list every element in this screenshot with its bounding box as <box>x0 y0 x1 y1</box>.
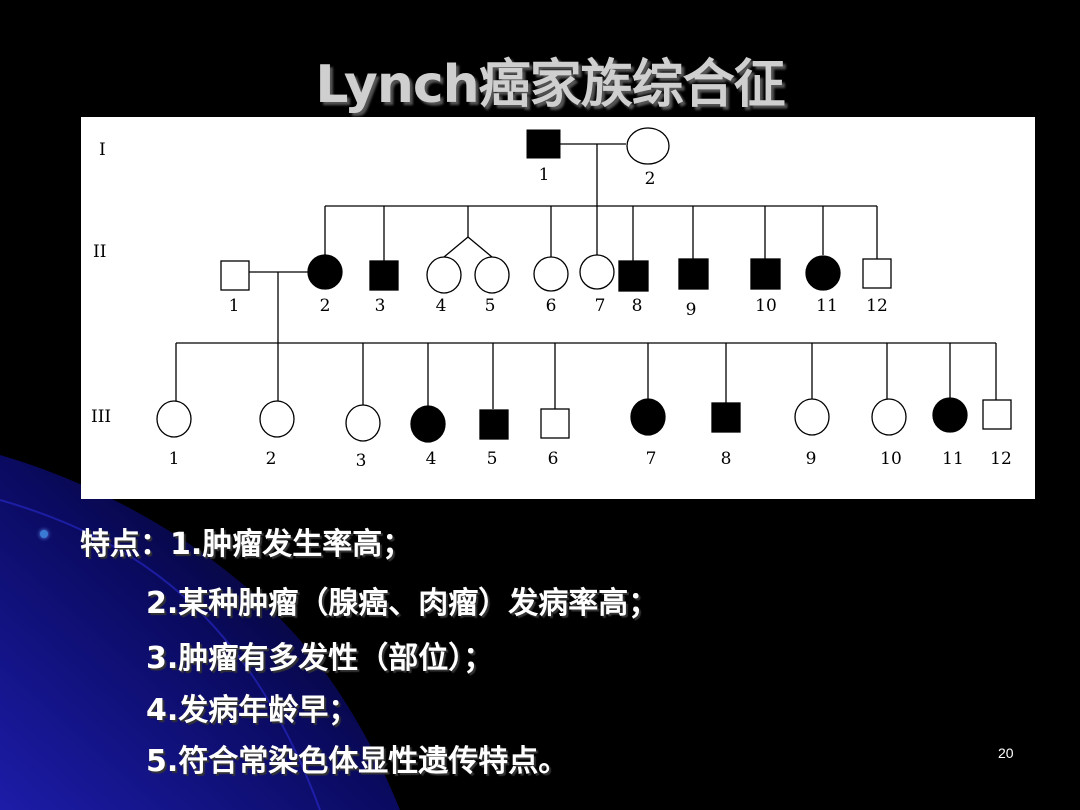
individual-II-1-male <box>220 260 250 291</box>
label-II-10: 10 <box>755 296 777 316</box>
feature-item-2: 2.某种肿瘤（腺癌、肉瘤）发病率高； <box>146 586 659 621</box>
label-II-4: 4 <box>436 296 447 316</box>
label-III-3: 3 <box>356 451 367 471</box>
gen-label-3: III <box>91 407 111 427</box>
label-III-8: 8 <box>721 449 732 469</box>
label-III-11: 11 <box>942 449 964 469</box>
feature-item-3: 3.肿瘤有多发性（部位）； <box>146 641 494 676</box>
label-II-9: 9 <box>686 300 697 320</box>
feature-item-4: 4.发病年龄早； <box>146 693 359 728</box>
individual-III-3-female <box>345 404 381 442</box>
label-I-2: 2 <box>645 169 656 189</box>
individual-III-1-female <box>156 400 192 438</box>
label-III-6: 6 <box>548 449 559 469</box>
bullet-icon <box>40 530 48 538</box>
gen-label-2: II <box>93 242 106 262</box>
individual-II-10-affected-male <box>750 258 781 290</box>
label-II-3: 3 <box>375 296 386 316</box>
individual-II-8-affected-male <box>618 260 649 292</box>
gen-label-1: I <box>99 140 106 160</box>
label-III-5: 5 <box>487 449 498 469</box>
label-II-2: 2 <box>320 296 331 316</box>
label-II-1: 1 <box>229 296 240 316</box>
individual-III-9-female <box>794 398 830 436</box>
label-III-9: 9 <box>806 449 817 469</box>
label-I-1: 1 <box>539 165 550 185</box>
label-II-12: 12 <box>866 296 888 316</box>
individual-III-12-male <box>982 399 1012 430</box>
individual-III-6-male <box>540 408 570 439</box>
individual-III-4-affected-female <box>410 405 446 443</box>
individual-II-11-affected-female <box>805 255 841 291</box>
individual-II-4-female <box>426 256 462 294</box>
individual-III-2-female <box>259 400 295 438</box>
individual-I-2-female <box>626 127 670 165</box>
individual-II-5-female <box>474 256 510 294</box>
individual-II-2-affected-female <box>307 254 343 290</box>
label-III-2: 2 <box>266 449 277 469</box>
individual-III-8-affected-male <box>711 402 741 433</box>
individual-III-7-affected-female <box>630 398 666 436</box>
individual-II-9-affected-male <box>678 258 709 290</box>
label-II-6: 6 <box>546 296 557 316</box>
label-III-10: 10 <box>880 449 902 469</box>
label-II-5: 5 <box>485 296 496 316</box>
slide-title: Lynch癌家族综合征 <box>315 55 785 115</box>
individual-I-1-affected-male <box>526 129 561 159</box>
individual-II-12-male <box>862 258 892 289</box>
label-III-7: 7 <box>646 449 657 469</box>
individual-III-11-affected-female <box>932 397 968 433</box>
individual-II-6-female <box>533 256 569 292</box>
individual-III-10-female <box>871 398 907 436</box>
page-number: 20 <box>998 745 1014 761</box>
pedigree-chart: I II III 1 2 1 2 3 4 5 6 7 8 9 <box>81 117 1035 499</box>
feature-item-5: 5.符合常染色体显性遗传特点。 <box>146 744 569 779</box>
pedigree-svg: I II III 1 2 1 2 3 4 5 6 7 8 9 <box>91 127 1012 471</box>
label-II-11: 11 <box>816 296 838 316</box>
individual-II-7-female <box>579 254 615 290</box>
label-III-1: 1 <box>169 449 180 469</box>
label-II-7: 7 <box>595 296 606 316</box>
individual-II-3-affected-male <box>369 260 399 291</box>
individual-III-5-affected-male <box>479 409 509 440</box>
feature-intro: 特点：1.肿瘤发生率高； <box>80 527 413 562</box>
label-III-12: 12 <box>990 449 1012 469</box>
label-II-8: 8 <box>632 296 643 316</box>
label-III-4: 4 <box>426 449 437 469</box>
